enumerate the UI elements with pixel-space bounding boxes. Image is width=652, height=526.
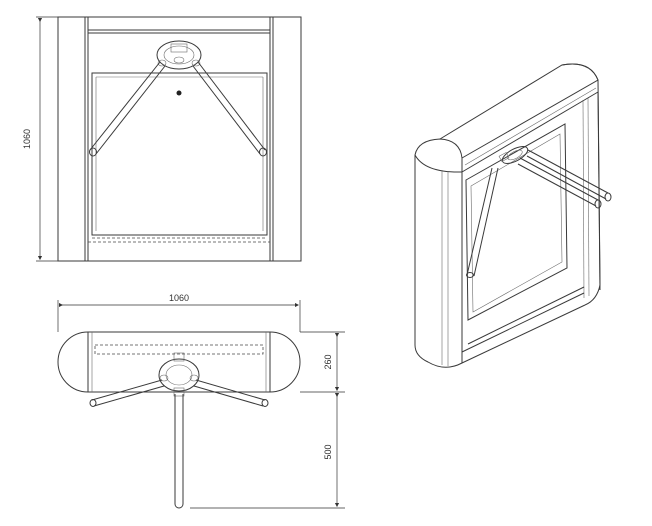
top-arm-right bbox=[193, 379, 269, 407]
isometric-view bbox=[414, 63, 612, 368]
dimension-top-width: 1060 bbox=[57, 293, 301, 332]
top-view: 1060 260 500 bbox=[57, 293, 345, 509]
front-arm-left bbox=[89, 61, 166, 157]
dimension-front-height: 1060 bbox=[22, 16, 58, 262]
dimension-label-front-height: 1060 bbox=[22, 129, 32, 149]
iso-left-pillar bbox=[414, 138, 463, 368]
front-outer-frame bbox=[57, 16, 302, 262]
top-arm-down bbox=[174, 394, 184, 509]
top-hub bbox=[158, 358, 200, 392]
iso-arm-right-upper bbox=[526, 149, 612, 202]
dimension-label-top-depth: 260 bbox=[323, 354, 333, 369]
iso-hub bbox=[498, 146, 529, 164]
top-arm-left bbox=[89, 379, 165, 407]
front-hub bbox=[156, 40, 202, 70]
top-body-outline bbox=[57, 331, 301, 393]
iso-arm-right-lower bbox=[517, 157, 602, 209]
dimension-arm-length: 500 bbox=[190, 392, 345, 509]
front-view: 1060 bbox=[22, 16, 302, 262]
iso-top-beam bbox=[439, 63, 599, 173]
dimension-label-top-width: 1060 bbox=[169, 293, 189, 303]
iso-right-pillar bbox=[561, 63, 601, 306]
iso-arm-down bbox=[466, 167, 499, 278]
dimension-label-arm-length: 500 bbox=[323, 444, 333, 459]
dimension-top-depth: 260 bbox=[300, 331, 345, 393]
iso-inner-panel bbox=[465, 123, 568, 321]
front-arm-right bbox=[192, 61, 267, 157]
sensor-dot bbox=[176, 90, 182, 96]
iso-base bbox=[461, 286, 586, 364]
front-inner-panel bbox=[91, 72, 268, 236]
